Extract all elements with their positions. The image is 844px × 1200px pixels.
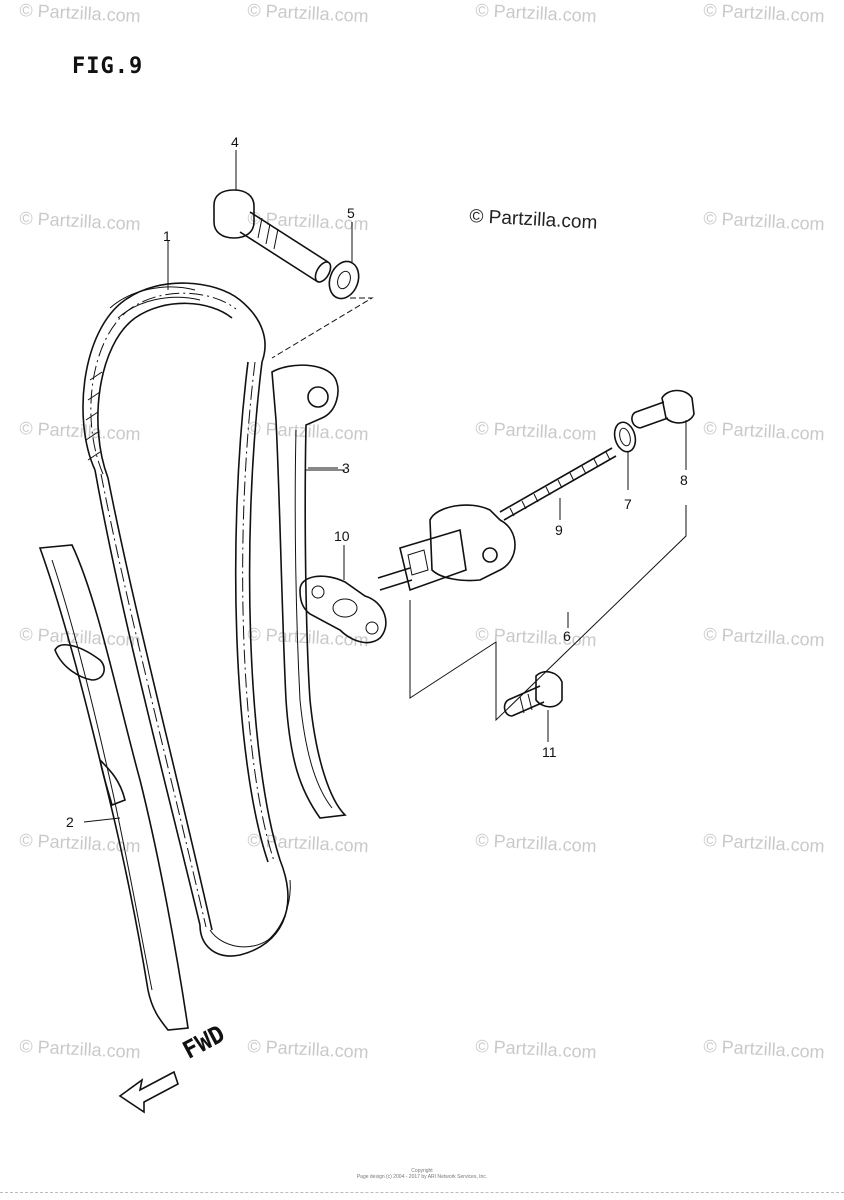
- callout-7: 7: [624, 496, 632, 512]
- tensioner-adjuster-drawing: [377, 504, 687, 722]
- spring-9-drawing: [499, 447, 617, 521]
- bolt-11-drawing: [503, 670, 563, 742]
- gasket-10-drawing: [299, 545, 387, 644]
- page-design-line: Page design (c) 2004 - 2017 by ARI Netwo…: [356, 1174, 488, 1180]
- figure-title: FIG.9: [72, 54, 144, 79]
- forward-arrow-icon: [118, 1070, 179, 1114]
- bolt-4-drawing: [213, 189, 332, 283]
- bolt-8-drawing: [631, 389, 695, 470]
- bottom-divider: [0, 1192, 844, 1193]
- callout-11: 11: [542, 744, 557, 760]
- copyright-footer: Copyright Page design (c) 2004 - 2017 by…: [330, 1168, 514, 1180]
- callout-2: 2: [66, 814, 74, 830]
- washer-5-drawing: [271, 260, 374, 359]
- callout-4: 4: [231, 134, 239, 150]
- callout-1: 1: [163, 228, 171, 244]
- callout-8: 8: [680, 472, 688, 488]
- callout-3: 3: [342, 460, 350, 476]
- cam-chain-drawing: [82, 282, 291, 957]
- chain-tensioner-drawing: [271, 364, 347, 819]
- leader-lines: [83, 150, 629, 823]
- gasket-7-drawing: [613, 421, 637, 453]
- chain-guide-drawing: [38, 544, 189, 1031]
- callout-9: 9: [555, 522, 563, 538]
- callout-5: 5: [347, 205, 355, 221]
- callout-10: 10: [334, 528, 350, 544]
- callout-6: 6: [563, 628, 571, 644]
- copyright-line: Copyright: [411, 1168, 433, 1174]
